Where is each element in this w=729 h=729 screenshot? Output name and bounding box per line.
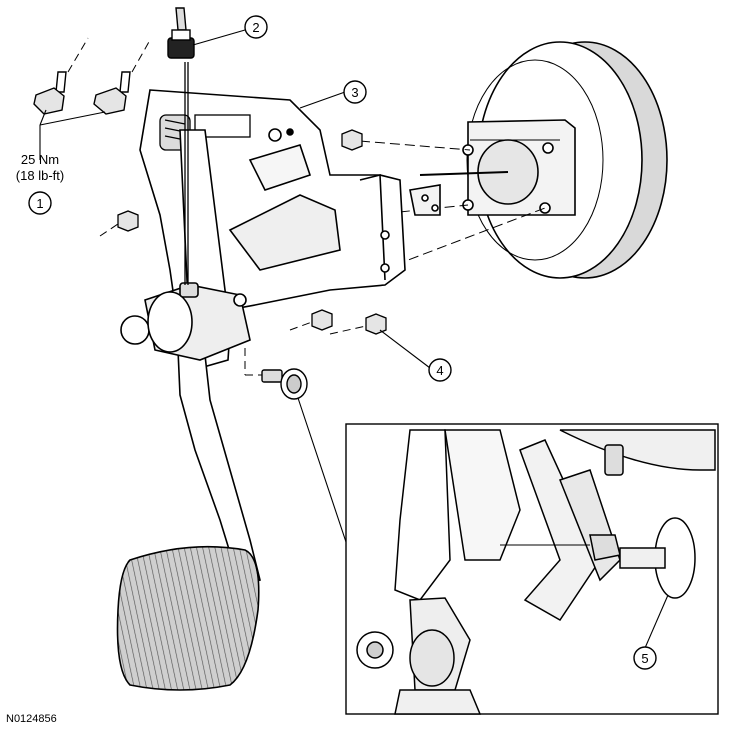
bolt-right (93, 71, 131, 115)
bolt-left (33, 71, 67, 115)
bolt-centerlines (67, 37, 151, 73)
brake-booster (419, 41, 668, 279)
callout-4-label: 4 (436, 363, 443, 378)
callout-5: 5 (633, 646, 657, 670)
figure-id: N0124856 (6, 713, 57, 725)
detail-view (345, 423, 719, 715)
detail-leader (297, 397, 353, 561)
nut-centerlines (99, 223, 367, 335)
torque-lbft: (18 lb-ft) (16, 168, 64, 183)
torque-nm: 25 Nm (21, 152, 59, 167)
callout-3: 3 (343, 80, 367, 104)
callout-2-label: 2 (252, 20, 259, 35)
callout-2: 2 (244, 15, 268, 39)
pivot-assembly (120, 282, 251, 361)
callout-leaders (39, 29, 669, 649)
callout-1: 1 (28, 191, 52, 215)
callout-5-label: 5 (641, 651, 648, 666)
nuts (117, 129, 387, 335)
brake-switch-connector (167, 7, 195, 59)
stoplamp-switch (261, 368, 308, 400)
callout-4: 4 (428, 358, 452, 382)
callout-1-label: 1 (36, 196, 43, 211)
callout-3-label: 3 (351, 85, 358, 100)
switch-wire (184, 62, 189, 285)
pedal-pad (116, 545, 260, 691)
